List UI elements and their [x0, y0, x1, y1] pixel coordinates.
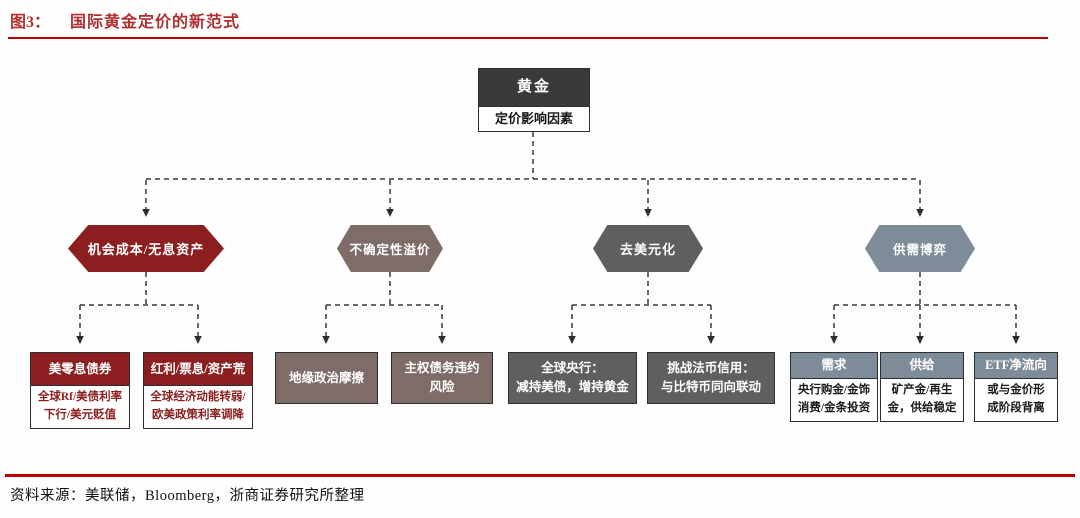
node-header: 供给 [881, 353, 963, 379]
figure-title: 国际黄金定价的新范式 [70, 14, 241, 31]
hexagon-supply-demand: 供需博弈 [865, 225, 975, 272]
node-body: 或与金价形 成阶段背离 [975, 379, 1057, 421]
node-header: ETF净流向 [975, 353, 1057, 379]
title-rule [8, 37, 1048, 39]
node-body: 全球Rf/美债利率 下行/美元贬值 [31, 386, 129, 428]
hexagon-uncertainty-premium: 不确定性溢价 [337, 225, 443, 272]
root-node-title: 黄金 [479, 69, 589, 106]
source-note: 资料来源：美联储，Bloomberg，浙商证券研究所整理 [10, 488, 365, 504]
node-body: 全球经济动能转弱/ 欧美政策利率调降 [144, 386, 252, 428]
node-body: 矿产金/再生 金，供给稳定 [881, 379, 963, 421]
node-sovereign-default-risk: 主权债务违约 风险 [391, 352, 493, 404]
root-node-gold: 黄金 定价影响因素 [478, 68, 590, 132]
node-header: 美零息债券 [31, 353, 129, 386]
figure-header: 图3： 国际黄金定价的新范式 [10, 8, 240, 32]
source-rule [5, 474, 1075, 477]
node-header: 需求 [791, 353, 877, 379]
node-supply: 供给 矿产金/再生 金，供给稳定 [880, 352, 964, 422]
node-dividend-coupon-asset-shortage: 红利/票息/资产荒 全球经济动能转弱/ 欧美政策利率调降 [143, 352, 253, 429]
node-us-zero-coupon-bond: 美零息债券 全球Rf/美债利率 下行/美元贬值 [30, 352, 130, 429]
hexagon-dedollarization: 去美元化 [593, 225, 703, 272]
node-demand: 需求 央行购金/金饰 消费/金条投资 [790, 352, 878, 422]
node-geopolitical-friction: 地缘政治摩擦 [275, 352, 378, 404]
node-global-central-banks: 全球央行： 减持美债，增持黄金 [508, 352, 637, 404]
node-body: 央行购金/金饰 消费/金条投资 [791, 379, 877, 421]
node-fiat-credit-challenge: 挑战法币信用： 与比特币同向联动 [647, 352, 775, 404]
figure-label: 图3： [10, 14, 51, 31]
node-header: 红利/票息/资产荒 [144, 353, 252, 386]
hexagon-opportunity-cost: 机会成本/无息资产 [68, 225, 224, 272]
node-etf-net-flow: ETF净流向 或与金价形 成阶段背离 [974, 352, 1058, 422]
root-node-subtitle: 定价影响因素 [479, 106, 589, 131]
